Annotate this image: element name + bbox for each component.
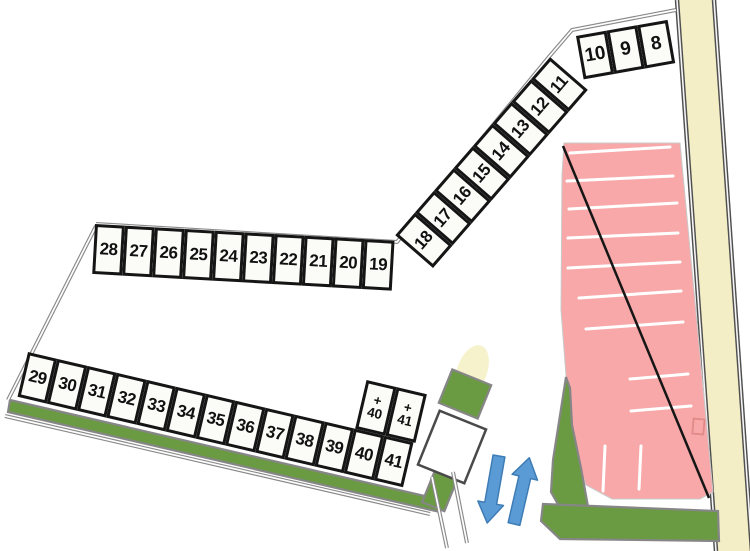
space-22: 22 xyxy=(271,234,305,286)
space-27: 27 xyxy=(122,225,155,278)
green-strip-bottom-right xyxy=(539,502,721,543)
space-20: 20 xyxy=(331,237,365,289)
arrow-down-icon xyxy=(477,454,506,524)
space-21: 21 xyxy=(301,235,335,288)
road-strip xyxy=(677,0,750,551)
gate-green-upper xyxy=(437,368,493,420)
space-number: 40 xyxy=(365,404,384,423)
space-19: 19 xyxy=(361,239,395,291)
space-23: 23 xyxy=(241,232,275,284)
road-side-marker xyxy=(691,417,706,436)
gate-house xyxy=(416,409,488,485)
space-26: 26 xyxy=(152,227,185,279)
gate-structure xyxy=(416,345,493,549)
space-28: 28 xyxy=(92,224,125,276)
diagonal-boundary-line xyxy=(561,145,711,499)
arrow-up-icon xyxy=(507,456,539,527)
pink-area-divider-lines xyxy=(565,145,693,493)
space-25: 25 xyxy=(182,229,215,281)
space-number: 41 xyxy=(395,411,414,430)
space-24: 24 xyxy=(212,230,245,283)
